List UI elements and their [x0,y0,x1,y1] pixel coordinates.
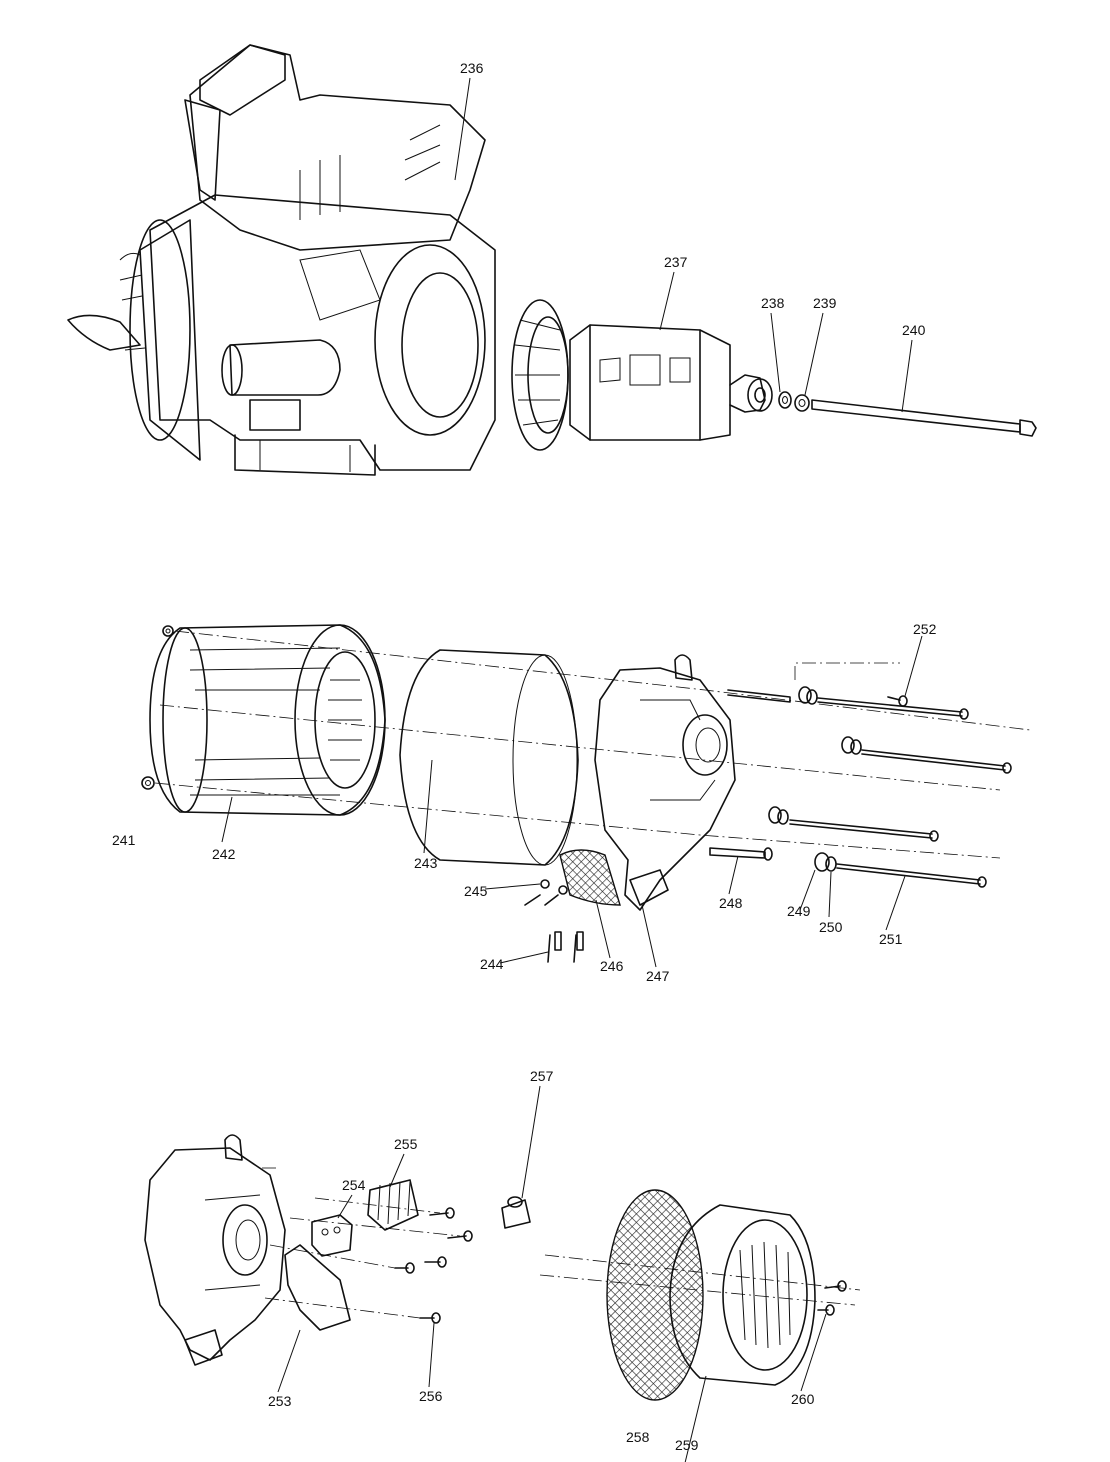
end-housing-247 [594,654,736,911]
alignment-line-mid [159,704,1001,791]
callout-249: 249 [787,903,811,919]
callout-237: 237 [664,254,688,270]
callout-258: 258 [626,1429,650,1445]
alignment-line-rear-2 [314,1197,441,1214]
alignment-line-top [174,630,1031,731]
callout-256: 256 [419,1388,443,1404]
washer-238 [778,391,792,409]
alignment-line-rear-4 [269,1244,396,1269]
callout-248: 248 [719,895,743,911]
terminal-245 [524,879,568,906]
mesh-screen-246 [559,849,621,906]
callout-242: 242 [212,846,236,862]
callout-254: 254 [342,1177,366,1193]
screws-260 [817,1280,847,1316]
through-bolt-240 [811,399,1037,437]
callout-241: 241 [112,832,136,848]
engine-assembly [67,44,496,476]
alignment-line-rear-5 [544,1254,861,1291]
cover-243 [399,649,579,866]
callout-251: 251 [879,931,903,947]
callout-246: 246 [600,958,624,974]
alignment-line-rear-3 [289,1217,461,1237]
leader-lines [221,77,923,1462]
end-cover-259 [669,1204,816,1386]
callout-236: 236 [460,60,484,76]
rectifier-255 [367,1179,419,1231]
callout-240: 240 [902,322,926,338]
callout-250: 250 [819,919,843,935]
callout-243: 243 [414,855,438,871]
alignment-line-rear-7 [264,1297,421,1319]
screws-256 [394,1207,473,1324]
screw-252 [727,689,908,707]
rotor-assembly [511,299,773,451]
callout-239: 239 [813,295,837,311]
stator-242 [149,624,386,816]
end-housing-rear [144,1134,286,1366]
alignment-line-low [154,782,1001,859]
nut-241-top [162,625,174,637]
mesh-screen-258 [606,1189,704,1401]
alignment-line-ext [794,662,900,680]
washer-239 [794,394,810,412]
callout-244: 244 [480,956,504,972]
callout-253: 253 [268,1393,292,1409]
capacitor-257 [501,1196,531,1229]
tie-rods-251 [789,697,1012,888]
bracket-253 [284,1244,351,1331]
nut-241 [141,776,155,790]
callout-247: 247 [646,968,670,984]
callout-260: 260 [791,1391,815,1407]
callout-238: 238 [761,295,785,311]
bolt-248 [709,847,773,861]
brush-244 [547,931,584,963]
alignment-line-rear-6 [539,1274,856,1306]
callout-255: 255 [394,1136,418,1152]
callout-252: 252 [913,621,937,637]
callout-245: 245 [464,883,488,899]
callout-259: 259 [675,1437,699,1453]
washers-249-250 [768,686,862,872]
callout-257: 257 [530,1068,554,1084]
